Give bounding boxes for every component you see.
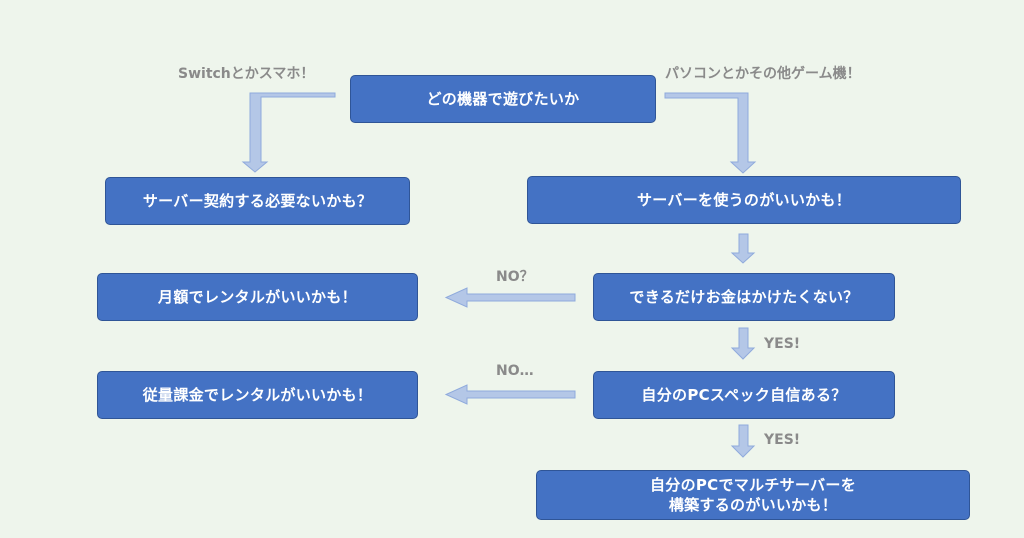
node-save-money-label: できるだけお金はかけたくない？	[629, 287, 859, 306]
node-metered-rental-label: 従量課金でレンタルがいいかも！	[142, 385, 373, 404]
node-use-server-label: サーバーを使うのがいいかも！	[636, 190, 852, 209]
node-pc-spec-label: 自分のPCスペック自信ある？	[641, 385, 847, 404]
node-server-contract-label: サーバー契約する必要ないかも？	[142, 191, 373, 210]
arrow-pc-spec-to-metered-rental	[444, 384, 576, 405]
node-metered-rental: 従量課金でレンタルがいいかも！	[97, 371, 418, 419]
edge-label-no-dots: NO…	[496, 363, 534, 379]
edge-label-yes-1: YES!	[764, 336, 801, 352]
arrow-start-to-server-contract	[241, 92, 336, 173]
edge-label-switch: Switchとかスマホ！	[178, 66, 315, 82]
node-monthly-rental: 月額でレンタルがいいかも！	[97, 273, 418, 321]
arrow-save-money-to-pc-spec	[730, 327, 756, 360]
node-start: どの機器で遊びたいか	[350, 75, 656, 123]
arrow-use-server-to-save-money	[730, 233, 756, 264]
arrow-pc-spec-to-self-build	[730, 424, 756, 458]
edge-label-pc: パソコンとかその他ゲーム機！	[665, 66, 861, 82]
node-self-build-line2: 構築するのがいいかも！	[668, 496, 838, 514]
edge-label-yes-2: YES!	[764, 432, 801, 448]
node-save-money: できるだけお金はかけたくない？	[593, 273, 895, 321]
node-pc-spec: 自分のPCスペック自信ある？	[593, 371, 895, 419]
node-monthly-rental-label: 月額でレンタルがいいかも！	[158, 287, 357, 306]
node-self-build: 自分のPCでマルチサーバーを 構築するのがいいかも！	[536, 470, 970, 520]
node-self-build-line1: 自分のPCでマルチサーバーを	[649, 475, 857, 494]
arrow-save-money-to-monthly-rental	[444, 287, 576, 308]
node-use-server: サーバーを使うのがいいかも！	[527, 176, 961, 224]
edge-label-no-question: NO？	[496, 269, 534, 285]
node-start-label: どの機器で遊びたいか	[426, 89, 580, 108]
node-server-contract: サーバー契約する必要ないかも？	[105, 177, 410, 225]
arrow-start-to-use-server	[664, 92, 757, 174]
